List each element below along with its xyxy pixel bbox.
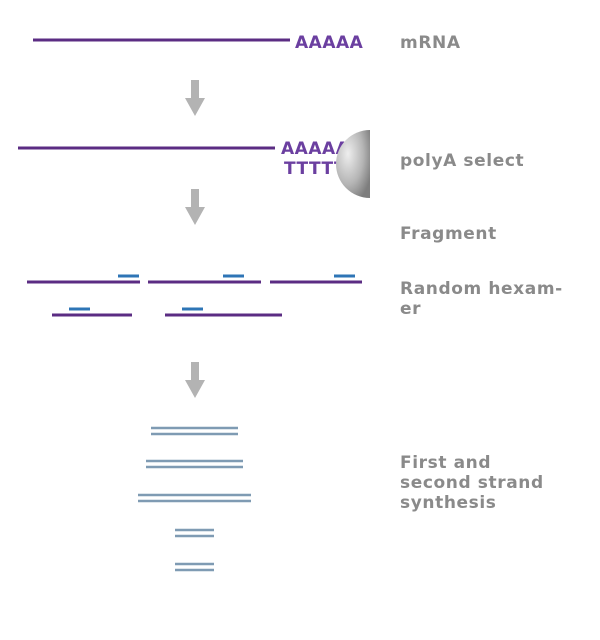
poly-a-tail: AAAAA [281, 139, 350, 159]
magnetic-bead-icon [336, 130, 370, 198]
step-label-fragment: Fragment [400, 224, 497, 244]
arrow-down-icon [185, 80, 205, 116]
step-label-random-hexamer-cont: er [400, 299, 421, 319]
step-label-mrna: mRNA [400, 33, 461, 53]
mrna-step: AAAAA mRNA [33, 33, 461, 53]
ds-cdna-fragment [138, 493, 251, 503]
polya-select-step: AAAAA TTTTT polyA select [18, 130, 524, 198]
arrow-down-icon [185, 362, 205, 398]
oligo-dt: TTTTT [284, 159, 346, 179]
ds-cdna-fragment [146, 459, 243, 469]
step-label-synthesis-2: second strand [400, 473, 544, 493]
step-label-synthesis-1: First and [400, 453, 491, 473]
poly-a-tail: AAAAA [295, 33, 364, 53]
step-label-random-hexamer: Random hexam- [400, 279, 563, 299]
synthesis-step [138, 426, 251, 572]
ds-cdna-fragment [175, 562, 214, 572]
ds-cdna-fragment [151, 426, 238, 436]
ds-cdna-fragment [175, 528, 214, 538]
step-label-synthesis-3: synthesis [400, 493, 497, 513]
fragment-step: Random hexam- er [27, 274, 563, 319]
step-label-polya-select: polyA select [400, 151, 524, 171]
arrow-down-icon [185, 189, 205, 225]
